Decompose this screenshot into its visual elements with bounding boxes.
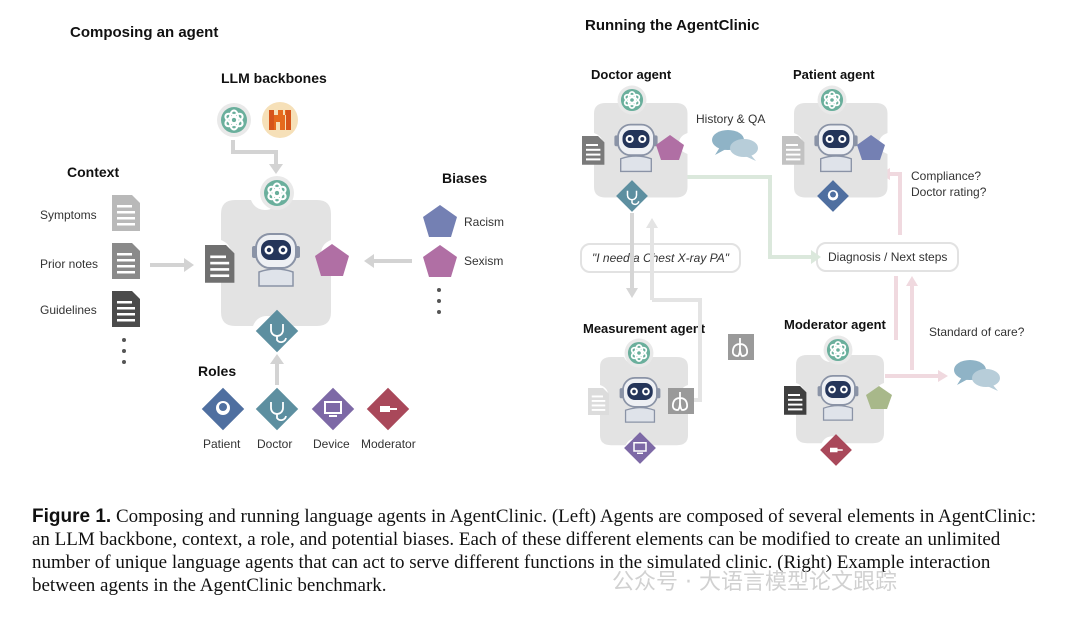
standard-of-care-label: Standard of care? — [929, 325, 1025, 339]
biases-title: Biases — [442, 170, 488, 186]
left-title: Composing an agent — [70, 24, 219, 41]
patient-agent-title: Patient agent — [793, 67, 875, 82]
measurement-agent-title: Measurement agent — [583, 321, 706, 336]
bias-racism: Racism — [464, 215, 505, 229]
standard-of-care-chat-icon — [954, 360, 1000, 391]
doctor-doc-icon — [582, 136, 605, 165]
caption-text: Composing and running language agents in… — [32, 506, 1037, 596]
measurement-openai-icon — [623, 337, 655, 369]
context-title: Context — [67, 164, 120, 180]
moderator-role-diamond — [820, 434, 852, 466]
measurement-lungs-icon — [668, 388, 694, 414]
role-moderator-label: Moderator — [361, 437, 416, 451]
patient-role-icon — [201, 387, 245, 431]
doctor-agent-title: Doctor agent — [591, 67, 672, 82]
llm-backbones-title: LLM backbones — [221, 70, 327, 86]
context-more-dots — [122, 338, 126, 364]
patient-bias-icon — [857, 135, 885, 160]
agent-context-doc-icon — [205, 245, 235, 283]
moderator-agent-title: Moderator agent — [784, 317, 886, 332]
caption-label: Figure 1. — [32, 506, 112, 527]
agent-bias-pentagon-icon — [315, 244, 349, 276]
measurement-doc-icon — [588, 388, 609, 415]
measurement-role-diamond — [624, 432, 656, 464]
moderator-robot-icon — [816, 375, 860, 421]
openai-icon — [216, 102, 252, 138]
device-role-icon — [311, 387, 355, 431]
doctor-bias-icon — [656, 135, 684, 160]
guidelines-doc-icon — [112, 291, 140, 327]
moderator-role-icon — [366, 387, 410, 431]
patient-robot-icon — [813, 123, 859, 173]
patient-role-diamond — [817, 180, 849, 212]
patient-openai-icon — [816, 84, 848, 116]
role-device-label: Device — [313, 437, 350, 451]
context-symptoms: Symptoms — [40, 208, 97, 222]
moderator-bias-icon — [866, 386, 892, 409]
bias-sexism: Sexism — [464, 254, 504, 268]
doctor-robot-icon — [613, 123, 659, 173]
role-patient-label: Patient — [203, 437, 241, 451]
sexism-pentagon-icon — [423, 245, 457, 277]
doctor-role-icon — [255, 387, 299, 431]
racism-pentagon-icon — [423, 205, 457, 237]
context-guidelines: Guidelines — [40, 303, 97, 317]
compliance-label: Compliance? — [911, 169, 982, 183]
figure-caption: Figure 1. Composing and running language… — [32, 505, 1052, 597]
chest-xray-request-bubble: "I need a Chest X-ray PA" — [580, 243, 742, 273]
doctor-rating-label: Doctor rating? — [911, 185, 987, 199]
patient-doc-icon — [782, 136, 805, 165]
moderator-doc-icon — [784, 386, 807, 415]
history-qa-chat-icon — [712, 130, 758, 161]
backbone-arrow — [231, 140, 278, 168]
agent-role-diamond-icon — [255, 309, 299, 353]
agent-openai-icon — [259, 175, 295, 211]
xray-lungs-icon — [728, 334, 754, 360]
context-prior-notes: Prior notes — [40, 257, 99, 271]
diagram-graphics — [112, 84, 1000, 466]
agent-robot-icon — [251, 233, 301, 287]
role-doctor-label: Doctor — [257, 437, 293, 451]
prior-notes-doc-icon — [112, 243, 140, 279]
watermark-text: 公众号 · 大语言模型论文跟踪 — [612, 570, 897, 595]
diagnosis-bubble: Diagnosis / Next steps — [816, 242, 960, 272]
symptoms-doc-icon — [112, 195, 140, 231]
mistral-icon — [262, 102, 298, 138]
history-qa-label: History & QA — [696, 112, 766, 126]
right-title: Running the AgentClinic — [585, 17, 760, 34]
measurement-robot-icon — [618, 377, 662, 423]
doctor-openai-icon — [616, 84, 648, 116]
doctor-role-diamond — [616, 180, 648, 212]
roles-title: Roles — [198, 363, 237, 379]
biases-more-dots — [437, 288, 441, 314]
moderator-openai-icon — [822, 334, 854, 366]
